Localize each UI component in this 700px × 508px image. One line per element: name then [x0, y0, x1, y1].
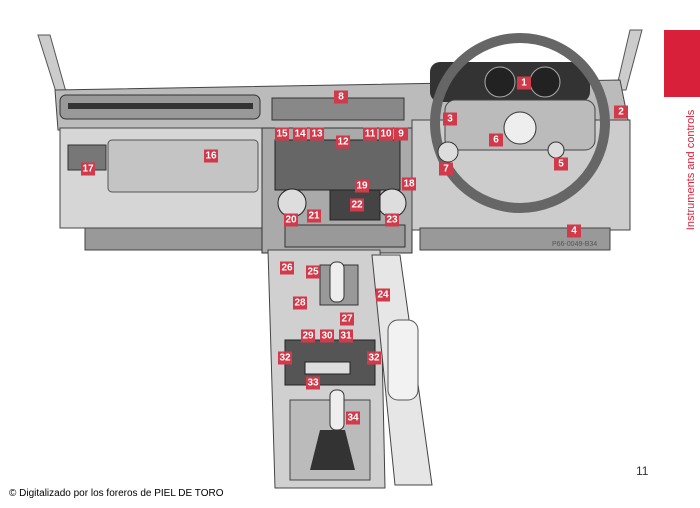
callout-1: 1	[517, 76, 531, 90]
callout-32-left: 32	[278, 351, 292, 365]
callout-11: 11	[363, 127, 377, 141]
callout-25: 25	[306, 265, 320, 279]
callout-10: 10	[379, 127, 393, 141]
callout-30: 30	[320, 329, 334, 343]
callout-29: 29	[301, 329, 315, 343]
callout-16: 16	[204, 149, 218, 163]
callout-34: 34	[346, 411, 360, 425]
callout-20: 20	[284, 213, 298, 227]
callout-4: 4	[567, 224, 581, 238]
callout-5: 5	[554, 157, 568, 171]
callout-3: 3	[443, 112, 457, 126]
callout-12: 12	[336, 135, 350, 149]
callout-15: 15	[275, 127, 289, 141]
callout-7: 7	[439, 162, 453, 176]
callout-18: 18	[402, 177, 416, 191]
callout-19: 19	[355, 179, 369, 193]
callout-27: 27	[340, 312, 354, 326]
callout-31: 31	[339, 329, 353, 343]
page-number: 11	[636, 464, 649, 478]
callout-24: 24	[376, 288, 390, 302]
callout-17: 17	[81, 162, 95, 176]
callout-6: 6	[489, 133, 503, 147]
callout-13: 13	[310, 127, 324, 141]
callout-9: 9	[394, 127, 408, 141]
callout-33: 33	[306, 376, 320, 390]
steering-wheel	[430, 33, 610, 213]
callout-32-right: 32	[367, 351, 381, 365]
callout-22: 22	[350, 198, 364, 212]
callout-2: 2	[614, 105, 628, 119]
callout-8: 8	[334, 90, 348, 104]
figure-reference-code: P66-0049-B34	[552, 241, 598, 248]
callout-21: 21	[307, 209, 321, 223]
callout-28: 28	[293, 296, 307, 310]
callout-23: 23	[385, 213, 399, 227]
callout-14: 14	[293, 127, 307, 141]
callout-26: 26	[280, 261, 294, 275]
footer-credit: © Digitalizado por los foreros de PIEL D…	[9, 488, 224, 499]
section-tab-marker	[664, 30, 700, 97]
section-title: Instruments and controls	[685, 109, 697, 231]
glovebox	[107, 139, 259, 193]
